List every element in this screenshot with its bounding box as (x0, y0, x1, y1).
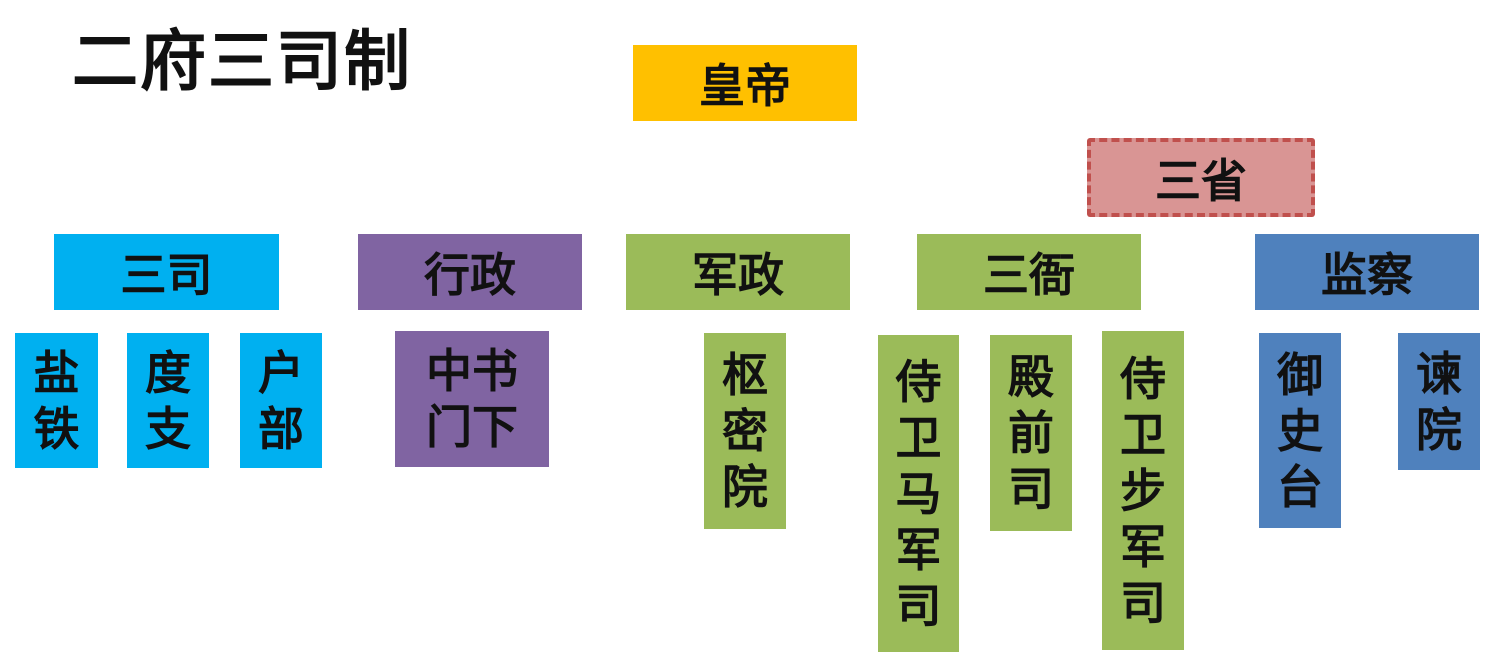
shiwei-bujunsi-label: 侍卫步军司 (1120, 351, 1166, 630)
sansi-box: 三司 (54, 234, 279, 310)
shiwei-bujunsi-box: 侍卫步军司 (1102, 331, 1184, 650)
sanya-label: 三衙 (983, 248, 1075, 302)
junzheng-box: 军政 (626, 234, 850, 310)
sanya-box: 三衙 (917, 234, 1141, 310)
shiwei-majunsi-label: 侍卫马军司 (895, 354, 942, 633)
dianqiansi-box: 殿前司 (990, 335, 1072, 531)
xingzheng-box: 行政 (358, 234, 582, 310)
sansheng-box: 三省 (1087, 138, 1315, 217)
yantie-box: 盐铁 (15, 333, 98, 468)
duzhi-box: 度支 (127, 333, 209, 468)
duzhi-label: 度支 (145, 345, 191, 456)
dianqiansi-label: 殿前司 (1008, 350, 1054, 516)
zhongshumenxia-box: 中书门下 (395, 331, 549, 467)
sansi-label: 三司 (120, 248, 213, 302)
jiancha-label: 监察 (1321, 248, 1413, 302)
yushitai-label: 御史台 (1277, 347, 1323, 514)
page-title: 二府三司制 (72, 22, 412, 100)
hubu-label: 户部 (258, 345, 304, 456)
hubu-box: 户部 (240, 333, 322, 468)
junzheng-label: 军政 (692, 248, 784, 302)
jiancha-box: 监察 (1255, 234, 1479, 310)
shiwei-majunsi-box: 侍卫马军司 (878, 335, 959, 652)
yushitai-box: 御史台 (1259, 333, 1341, 528)
emperor-box: 皇帝 (633, 45, 857, 121)
jianyuan-label: 谏院 (1416, 346, 1462, 457)
sansheng-label: 三省 (1155, 153, 1247, 208)
xingzheng-label: 行政 (424, 248, 516, 302)
shumiyuan-box: 枢密院 (704, 333, 786, 529)
jianyuan-box: 谏院 (1398, 333, 1480, 470)
shumiyuan-label: 枢密院 (722, 348, 768, 514)
zhongshumenxia-label: 中书门下 (426, 344, 518, 454)
emperor-label: 皇帝 (699, 59, 791, 113)
yantie-label: 盐铁 (33, 345, 80, 456)
